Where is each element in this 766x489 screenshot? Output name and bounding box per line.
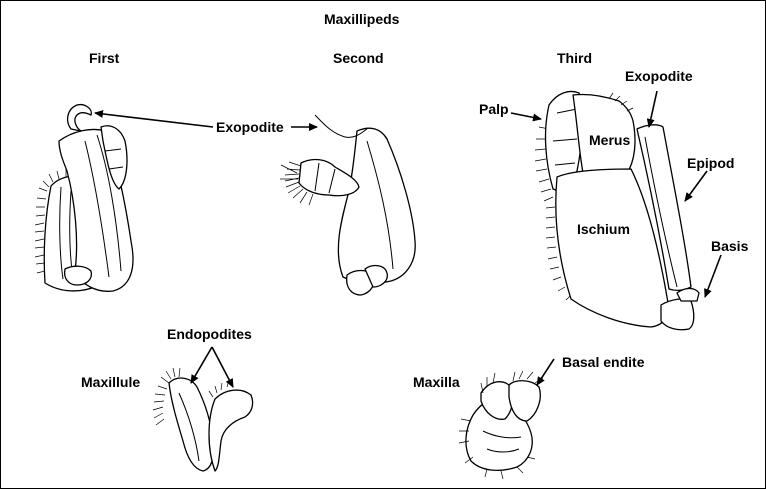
column-label-first: First xyxy=(89,51,119,65)
second-maxilliped-icon xyxy=(280,115,415,295)
label-basal-endite: Basal endite xyxy=(562,355,644,369)
label-exopodite-third: Exopodite xyxy=(625,69,693,83)
label-maxilla: Maxilla xyxy=(413,375,460,389)
label-merus: Merus xyxy=(589,133,630,147)
label-epipod: Epipod xyxy=(687,156,734,170)
label-ischium: Ischium xyxy=(577,222,630,236)
maxillule-icon xyxy=(153,368,253,471)
label-basis: Basis xyxy=(711,239,748,253)
column-label-second: Second xyxy=(333,51,384,65)
first-maxilliped-icon xyxy=(35,105,133,292)
label-palp: Palp xyxy=(479,102,509,116)
maxilla-icon xyxy=(459,371,543,479)
label-maxillule: Maxillule xyxy=(81,375,140,389)
figure-title: Maxillipeds xyxy=(324,12,399,26)
column-label-third: Third xyxy=(557,51,592,65)
third-maxilliped-icon xyxy=(535,92,699,330)
label-exopodite-shared: Exopodite xyxy=(216,120,284,134)
label-endopodites: Endopodites xyxy=(167,327,252,341)
